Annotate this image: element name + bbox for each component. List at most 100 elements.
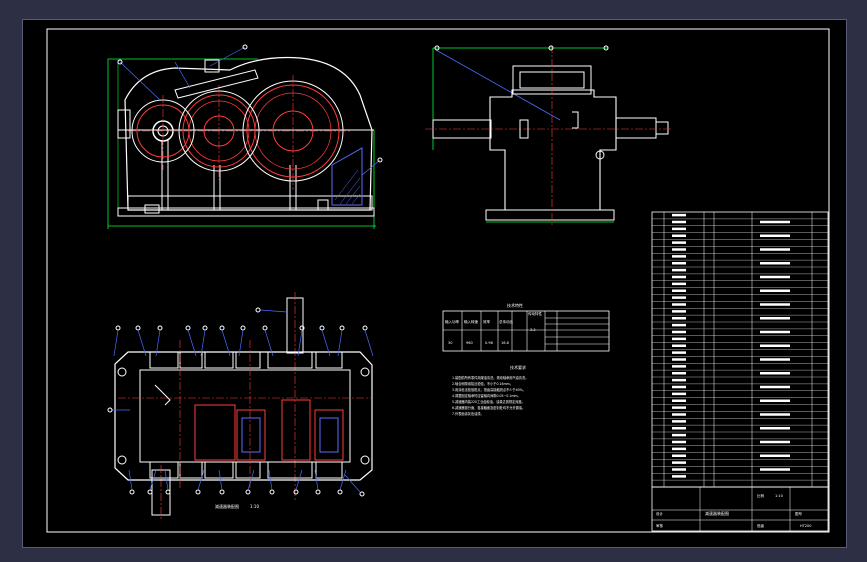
bom-cell-mark bbox=[760, 234, 790, 237]
title-block-checker: 审核 bbox=[656, 523, 664, 528]
bom-cell-mark bbox=[760, 413, 790, 416]
bom-cell-mark bbox=[760, 220, 790, 224]
part-balloon bbox=[219, 325, 225, 331]
tech-note-4: 4.调整固定轴承时应留轴向间隙0.05~0.1mm。 bbox=[452, 393, 521, 398]
side-elevation-view bbox=[425, 45, 672, 225]
part-balloon bbox=[362, 325, 368, 331]
part-balloon bbox=[262, 325, 268, 331]
bom-cell-mark bbox=[672, 433, 686, 437]
leader-line bbox=[264, 329, 274, 357]
tech-char-v1: 960 bbox=[466, 341, 473, 345]
leader-line bbox=[200, 329, 206, 357]
tech-char-h0: 输入功率 bbox=[445, 319, 459, 324]
leader-line bbox=[155, 329, 161, 357]
plan-caption-scale: 1:10 bbox=[250, 504, 259, 509]
bom-cell-mark bbox=[672, 475, 686, 478]
bom-cell-mark bbox=[672, 303, 686, 306]
leader-line bbox=[164, 469, 169, 491]
part-balloon bbox=[157, 325, 163, 331]
leader-line bbox=[238, 329, 244, 357]
part-balloon bbox=[240, 325, 246, 331]
part-balloon bbox=[129, 489, 135, 495]
part-balloon bbox=[293, 489, 299, 495]
bom-cell-mark bbox=[672, 406, 686, 409]
leader-line bbox=[218, 469, 223, 491]
bom-cell-mark bbox=[760, 262, 790, 265]
title-block-material: HT200 bbox=[800, 524, 811, 528]
bom-cell-mark bbox=[672, 275, 686, 279]
bom-cell-mark bbox=[760, 440, 790, 444]
bom-cell-mark bbox=[672, 337, 686, 341]
bom-cell-mark bbox=[760, 330, 790, 334]
bom-cell-mark bbox=[760, 372, 790, 375]
tech-note-6: 6.减速器剖分面、各接触面及密封处均不允许漏油。 bbox=[452, 405, 525, 410]
drawing-sheet bbox=[22, 19, 847, 548]
tech-note-2: 2.啮合侧隙用铅丝检验，不小于0.16mm。 bbox=[452, 381, 513, 386]
plan-caption: 減速器装配图 bbox=[215, 503, 239, 509]
bom-cell-mark bbox=[760, 289, 790, 292]
part-balloon bbox=[202, 325, 208, 331]
bom-cell-mark bbox=[672, 365, 686, 368]
bom-cell-mark bbox=[760, 303, 790, 306]
front-elevation-view bbox=[107, 44, 383, 229]
bom-cell-mark bbox=[672, 227, 686, 231]
leader-line bbox=[187, 329, 197, 357]
leader-line bbox=[113, 329, 119, 357]
bom-cell-mark bbox=[760, 468, 790, 471]
bom-cell-mark bbox=[672, 255, 686, 258]
bom-cell-mark bbox=[672, 440, 686, 444]
bom-cell-mark bbox=[672, 234, 686, 237]
bom-cell-mark bbox=[760, 385, 790, 389]
bom-cell-mark bbox=[672, 289, 686, 292]
bom-cell-mark bbox=[760, 454, 790, 457]
bom-cell-mark bbox=[672, 385, 686, 389]
leader-line bbox=[268, 469, 273, 491]
tech-note-1: 1.装配前所有零件用煤油清洗，滚动轴承用汽油清洗。 bbox=[452, 375, 528, 380]
leader-line bbox=[314, 469, 319, 491]
title-block-scale-label: 比例 bbox=[757, 493, 765, 498]
title-block-class: 班级 bbox=[757, 523, 765, 528]
leader-line bbox=[128, 469, 133, 491]
part-balloon bbox=[337, 489, 343, 495]
bom-cell-mark bbox=[672, 330, 686, 334]
tech-char-h1: 输入转速 bbox=[464, 319, 478, 324]
tech-char-v4: 3.2 bbox=[530, 328, 536, 332]
tech-note-7: 7.外表面涂灰色油漆。 bbox=[452, 411, 484, 416]
part-balloon bbox=[185, 325, 191, 331]
part-balloon bbox=[219, 489, 225, 495]
part-balloon bbox=[339, 325, 345, 331]
bom-cell-mark bbox=[672, 323, 686, 327]
parts-list-table bbox=[651, 211, 829, 488]
bom-cell-mark bbox=[760, 399, 790, 402]
bom-cell-mark bbox=[672, 241, 686, 244]
tech-char-h3: 总传动比 bbox=[499, 319, 513, 324]
drawing-border bbox=[46, 28, 830, 533]
tech-char-h2: 效率 bbox=[483, 319, 491, 324]
bom-cell-mark bbox=[672, 351, 686, 354]
tech-note-5: 5.减速器内装220工业齿轮油，油量达到规定深度。 bbox=[452, 399, 525, 404]
bom-cell-mark bbox=[672, 413, 686, 416]
bom-cell-mark bbox=[672, 262, 686, 265]
technical-requirements-notes: 技术要求 1.装配前所有零件用煤油清洗，滚动轴承用汽油清洗。 2.啮合侧隙用铅丝… bbox=[452, 364, 528, 416]
leader-line bbox=[197, 469, 205, 491]
bom-cell-mark bbox=[760, 344, 790, 347]
bom-cell-mark bbox=[672, 427, 686, 430]
part-balloon bbox=[165, 489, 171, 495]
bom-cell-mark bbox=[672, 378, 686, 382]
part-balloon bbox=[115, 325, 121, 331]
title-block-scale: 1:10 bbox=[775, 494, 783, 498]
part-balloon bbox=[147, 489, 153, 495]
bom-cell-mark bbox=[672, 296, 686, 299]
bom-cell-mark bbox=[672, 310, 686, 313]
title-block-drawing-no: 图号 bbox=[795, 511, 803, 516]
leader-line bbox=[364, 329, 374, 357]
bom-cell-mark bbox=[760, 358, 790, 361]
bom-cell-mark bbox=[672, 248, 686, 251]
leader-line bbox=[295, 469, 303, 491]
bom-cell-mark bbox=[672, 268, 686, 272]
leader-line bbox=[321, 329, 331, 357]
bom-cell-mark bbox=[760, 275, 790, 279]
bom-cell-mark bbox=[672, 461, 686, 464]
top-plan-view bbox=[107, 292, 374, 520]
